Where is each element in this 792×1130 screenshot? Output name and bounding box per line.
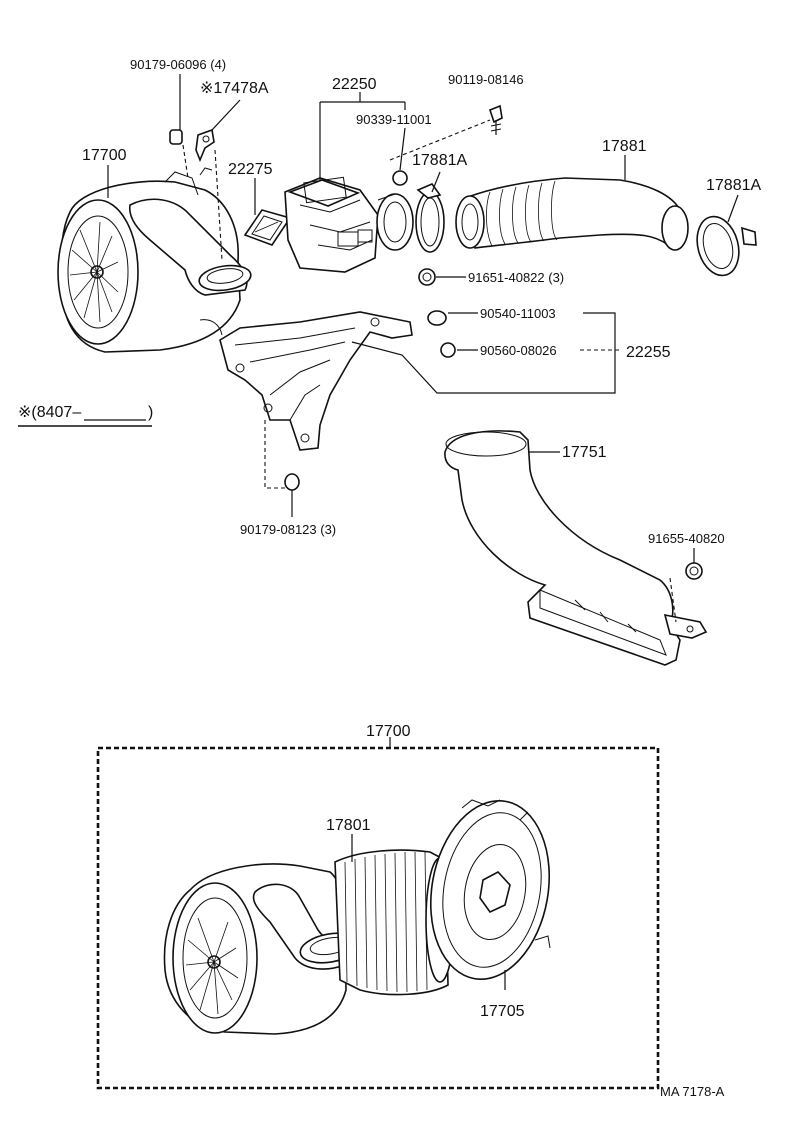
bracket-22255 — [219, 311, 413, 451]
air-cleaner-assembly — [57, 167, 252, 353]
label-90540-11003: 90540-11003 — [480, 306, 556, 321]
label-17700-box: 17700 — [366, 723, 411, 740]
label-production-date: ※(8407– — [18, 404, 81, 421]
intake-hose-17881 — [455, 177, 689, 251]
label-90119-08146: 90119-08146 — [448, 72, 524, 87]
leader-lines — [107, 74, 739, 623]
gasket-22275 — [243, 209, 292, 246]
label-90339-11001: 90339-11001 — [356, 112, 432, 127]
clip-parts — [169, 128, 215, 163]
reference-code: MA 7178-A — [660, 1084, 725, 1099]
exploded-leader-lines — [351, 834, 506, 990]
label-17478a: ※17478A — [200, 80, 269, 97]
label-90560-08026: 90560-08026 — [480, 343, 557, 358]
label-90179-06096: 90179-06096 (4) — [130, 57, 226, 72]
bolt-parts — [392, 104, 503, 186]
label-22255: 22255 — [626, 344, 671, 361]
cleaner-cover-17705 — [429, 799, 551, 981]
exploded-air-cleaner — [163, 863, 361, 1035]
label-17751: 17751 — [562, 444, 607, 461]
hose-clamp-17881a-left — [415, 183, 445, 253]
air-flow-meter-22250 — [284, 176, 414, 273]
label-91651-40822: 91651-40822 (3) — [468, 270, 564, 285]
exploded-view-box — [96, 737, 660, 1090]
air-duct-17751 — [444, 430, 708, 666]
label-17700-top: 17700 — [82, 147, 127, 164]
label-production-date-close: ) — [148, 404, 153, 421]
part-labels: 90179-06096 (4) ※17478A 22250 90119-0814… — [18, 57, 761, 1099]
label-91655-40820: 91655-40820 — [648, 531, 725, 546]
hose-clamp-17881a-right — [696, 215, 757, 277]
label-17881: 17881 — [602, 138, 647, 155]
label-17705: 17705 — [480, 1003, 525, 1020]
label-90179-08123: 90179-08123 (3) — [240, 522, 336, 537]
label-22250: 22250 — [332, 76, 377, 93]
label-17881a-left: 17881A — [412, 152, 467, 169]
washer-parts — [284, 268, 703, 580]
label-22275: 22275 — [228, 161, 273, 178]
label-17881a-right: 17881A — [706, 177, 761, 194]
label-17801: 17801 — [326, 817, 371, 834]
